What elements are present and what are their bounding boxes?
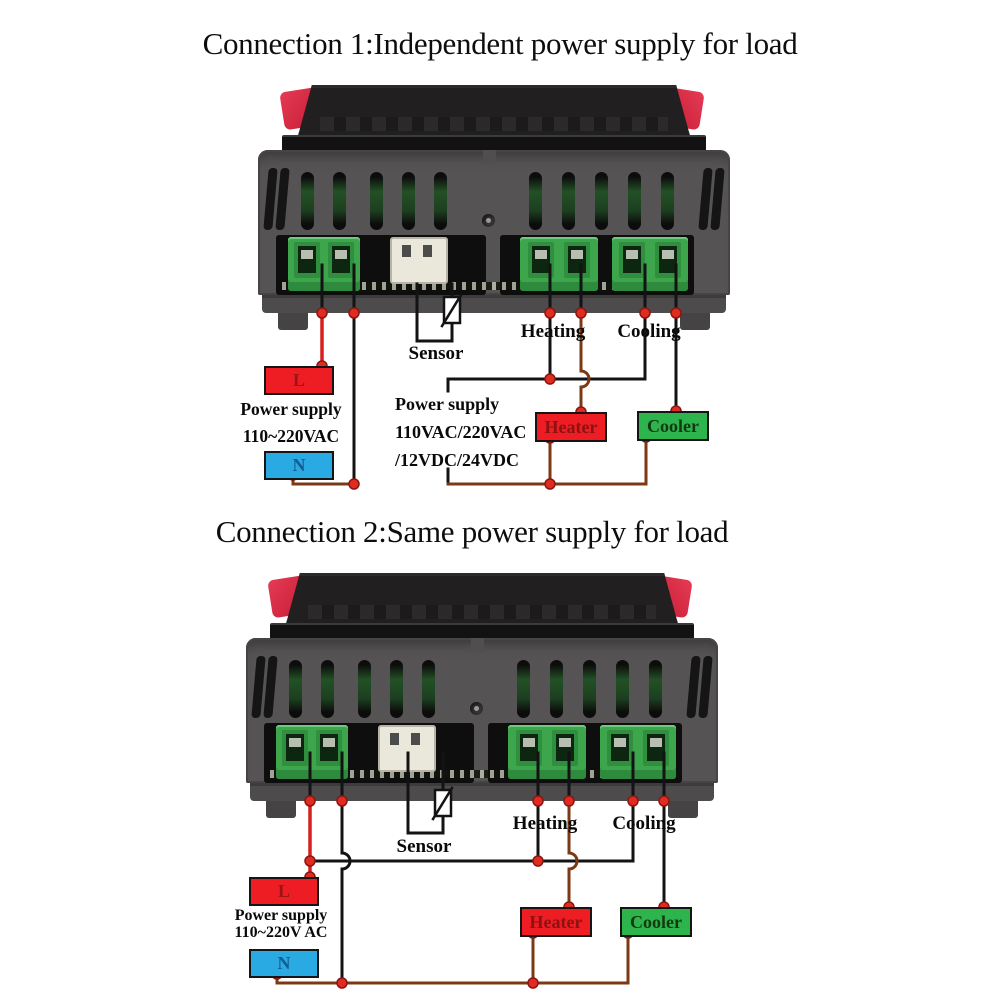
heater-box-2: Heater [520, 907, 592, 937]
vent-slot [402, 172, 415, 230]
screw-terminal [282, 730, 308, 766]
sensor-label-1: Sensor [408, 343, 464, 364]
housing-notch [471, 638, 484, 652]
screw-terminal [607, 730, 633, 766]
mounting-foot [668, 801, 698, 818]
device-top-lip [270, 623, 694, 642]
live-terminal-box-2: L [249, 877, 319, 906]
section-1-title: Connection 1:Independent power supply fo… [202, 26, 798, 61]
vent-slot [321, 660, 334, 718]
controller-power-line1-2: Power supply [234, 907, 328, 924]
terminal-block-cooling [600, 725, 676, 779]
vent-slot [649, 660, 662, 718]
controller-rear-view-1 [258, 82, 730, 331]
vent-slot [550, 660, 563, 718]
mounting-foot [266, 801, 296, 818]
screw-terminal [619, 242, 645, 278]
terminal-block-cooling [612, 237, 688, 291]
controller-power-line2-2: 110~220V AC [234, 924, 328, 941]
vent-slot [370, 172, 383, 230]
terminal-block-heating [520, 237, 598, 291]
controller-power-line1-1: Power supply [240, 399, 342, 419]
neutral-terminal-box-1: N [264, 451, 334, 480]
vent-slot [583, 660, 596, 718]
vent-slot [628, 172, 641, 230]
vent-slot [661, 172, 674, 230]
controller-power-text-2: Power supply 110~220V AC [235, 907, 328, 941]
side-vent [275, 168, 290, 230]
junction-dots-2 [271, 795, 670, 989]
center-screw-hole [482, 214, 495, 227]
device-top-cover [296, 85, 692, 143]
mounting-foot [680, 313, 710, 330]
cooler-box-2: Cooler [620, 907, 692, 937]
neutral-wire-vertical-2 [340, 799, 352, 985]
vent-slot [289, 660, 302, 718]
load-power-line2-1: 110VAC/220VAC [395, 422, 527, 442]
heating-label-1: Heating [520, 321, 586, 342]
device-top-cover [284, 573, 680, 631]
heating-label-2: Heating [512, 813, 578, 834]
vent-slot [562, 172, 575, 230]
screw-terminal [528, 242, 554, 278]
screw-terminal [564, 242, 590, 278]
sensor-connector [378, 725, 436, 772]
terminal-block-power [288, 237, 360, 291]
neutral-terminal-box-2: N [249, 949, 319, 978]
controller-power-line2-1: 110~220VAC [242, 426, 340, 446]
vent-slot [595, 172, 608, 230]
vent-slot [434, 172, 447, 230]
mounting-foot [278, 313, 308, 330]
center-screw-hole [470, 702, 483, 715]
vent-slot [358, 660, 371, 718]
side-vent [710, 168, 725, 230]
vent-slot [390, 660, 403, 718]
vent-slot [517, 660, 530, 718]
screw-terminal [643, 730, 669, 766]
side-vent [263, 656, 278, 718]
screw-terminal [328, 242, 354, 278]
load-power-text-1: Power supply 110VAC/220VAC /12VDC/24VDC [395, 390, 526, 474]
cooler-box-1: Cooler [637, 411, 709, 441]
cooling-label-1: Cooling [617, 321, 681, 342]
screw-terminal [316, 730, 342, 766]
section-2-title: Connection 2:Same power supply for load [215, 514, 729, 549]
terminal-block-heating [508, 725, 586, 779]
device-bottom-bar [262, 295, 726, 313]
screw-terminal [516, 730, 542, 766]
sensor-label-2: Sensor [396, 836, 452, 857]
sensor-connector [390, 237, 448, 284]
heater-box-1: Heater [535, 412, 607, 442]
terminal-block-power [276, 725, 348, 779]
device-rear-housing [258, 150, 730, 295]
screw-terminal [655, 242, 681, 278]
device-rear-housing [246, 638, 718, 783]
screw-terminal [552, 730, 578, 766]
vent-slot [616, 660, 629, 718]
load-power-line3-1: /12VDC/24VDC [395, 450, 519, 470]
device-top-lip [282, 135, 706, 154]
housing-notch [483, 150, 496, 164]
device-bottom-bar [250, 783, 714, 801]
cooling-label-2: Cooling [612, 813, 676, 834]
screw-terminal [294, 242, 320, 278]
side-vent [698, 656, 713, 718]
vent-slot [422, 660, 435, 718]
vent-slot [529, 172, 542, 230]
live-terminal-box-1: L [264, 366, 334, 395]
vent-slot [333, 172, 346, 230]
controller-rear-view-2 [246, 570, 718, 819]
controller-power-text-1: Power supply 110~220VAC [240, 396, 341, 450]
load-power-line1-1: Power supply [395, 394, 500, 414]
load-return-bus-2 [275, 931, 630, 985]
vent-slot [301, 172, 314, 230]
